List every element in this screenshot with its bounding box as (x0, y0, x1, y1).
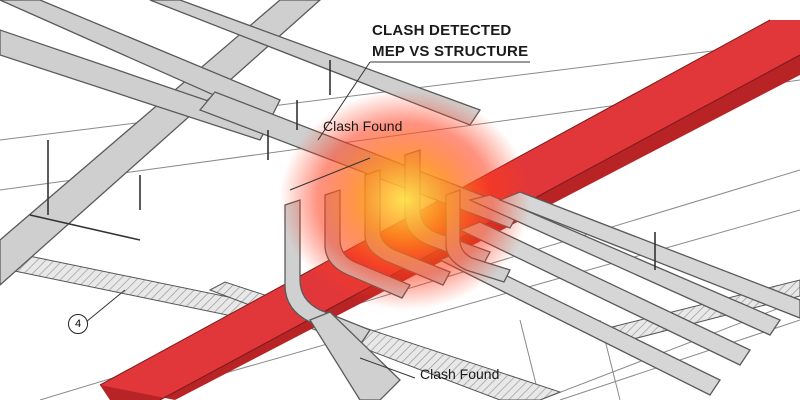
leader-lines (85, 61, 530, 379)
lower-pipes (438, 191, 800, 396)
pipe-bottom-run (309, 311, 401, 400)
callout-number-badge: 4 (68, 314, 88, 334)
pipe-b (0, 0, 281, 121)
clash-detected-title: CLASH DETECTED (372, 22, 512, 39)
hanger-rods (29, 60, 656, 270)
clash-highlight (280, 90, 530, 310)
clash-found-label-top: Clash Found (323, 118, 403, 134)
clash-found-label-bottom: Clash Found (420, 366, 500, 382)
pipe-c (0, 29, 271, 141)
mep-vs-structure-subtitle: MEP VS STRUCTURE (372, 43, 529, 60)
